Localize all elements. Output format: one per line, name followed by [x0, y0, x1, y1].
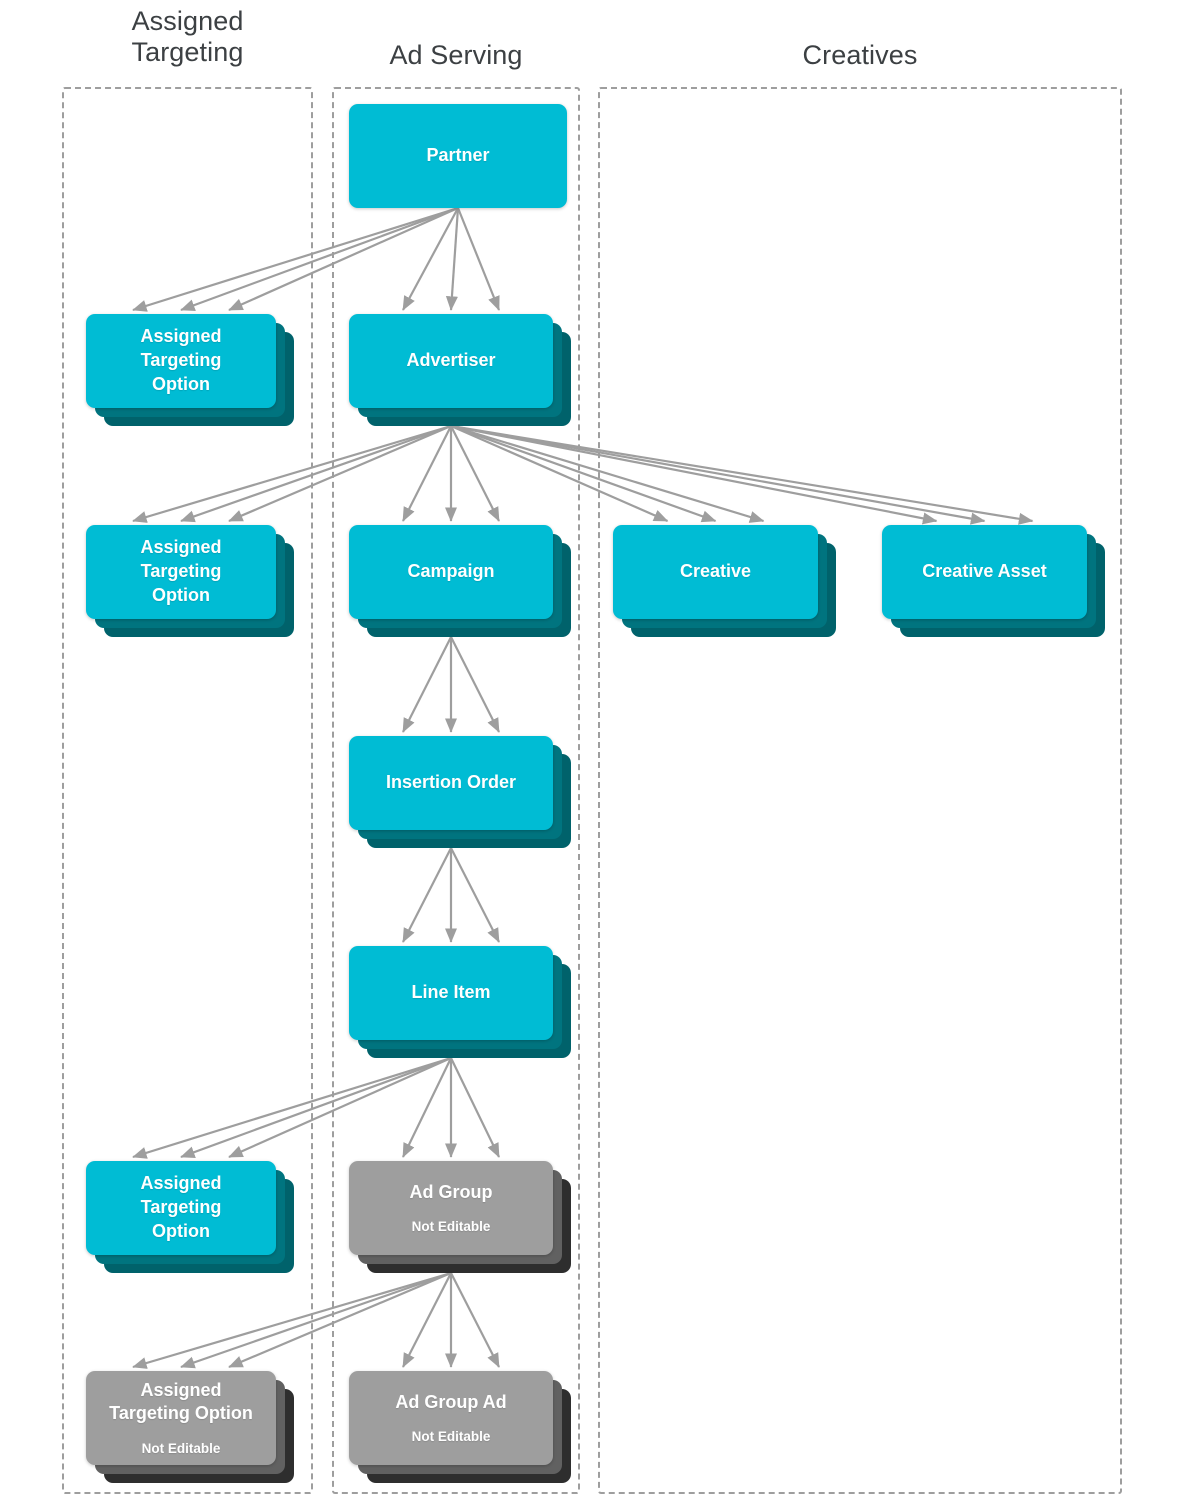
node-line-item: Line Item	[349, 946, 575, 1062]
node-card-line-item[interactable]: Line Item	[349, 946, 553, 1040]
node-creative-asset: Creative Asset	[882, 525, 1109, 641]
node-card-assigned-targeting-option-line-item[interactable]: Assigned Targeting Option	[86, 1161, 276, 1255]
node-label-campaign: Campaign	[407, 561, 495, 582]
node-editability-ad-group: Not Editable	[411, 1219, 491, 1235]
node-card-assigned-targeting-option-partner[interactable]: Assigned Targeting Option	[86, 314, 276, 408]
column-title-creatives: Creatives	[802, 40, 918, 70]
node-editability-ad-group-ad: Not Editable	[411, 1429, 491, 1445]
node-advertiser: Advertiser	[349, 314, 575, 430]
node-label-assigned-targeting-option-line-item: Assigned Targeting Option	[140, 1173, 222, 1241]
node-label-partner: Partner	[426, 145, 490, 166]
node-assigned-targeting-option-line-item: Assigned Targeting Option	[86, 1161, 298, 1277]
node-insertion-order: Insertion Order	[349, 736, 575, 852]
node-card-creative[interactable]: Creative	[613, 525, 818, 619]
node-label-line-item: Line Item	[411, 982, 491, 1003]
node-label-assigned-targeting-option-partner: Assigned Targeting Option	[140, 326, 222, 394]
node-assigned-targeting-option-partner: Assigned Targeting Option	[86, 314, 298, 430]
node-label-insertion-order: Insertion Order	[385, 772, 517, 793]
node-card-partner[interactable]: Partner	[349, 104, 567, 208]
node-label-creative: Creative	[679, 561, 752, 582]
node-label-assigned-targeting-option-ad-group: Assigned Targeting Option	[109, 1379, 253, 1424]
node-card-creative-asset[interactable]: Creative Asset	[882, 525, 1087, 619]
node-card-assigned-targeting-option-advertiser[interactable]: Assigned Targeting Option	[86, 525, 276, 619]
node-label-advertiser: Advertiser	[406, 350, 496, 371]
node-partner: Partner	[349, 104, 589, 230]
node-label-ad-group: Ad Group	[409, 1181, 493, 1202]
node-card-campaign[interactable]: Campaign	[349, 525, 553, 619]
node-card-ad-group-ad[interactable]: Ad Group Ad Not Editable	[349, 1371, 553, 1465]
node-creative: Creative	[613, 525, 840, 641]
node-label-assigned-targeting-option-advertiser: Assigned Targeting Option	[140, 537, 222, 605]
column-container-ad-serving	[332, 87, 580, 1494]
node-campaign: Campaign	[349, 525, 575, 641]
column-container-assigned-targeting	[62, 87, 313, 1494]
node-assigned-targeting-option-advertiser: Assigned Targeting Option	[86, 525, 298, 641]
node-label-ad-group-ad: Ad Group Ad	[395, 1391, 507, 1412]
column-title-ad-serving: Ad Serving	[389, 40, 523, 70]
node-card-advertiser[interactable]: Advertiser	[349, 314, 553, 408]
node-ad-group-ad: Ad Group Ad Not Editable	[349, 1371, 575, 1487]
node-editability-assigned-targeting-option-ad-group: Not Editable	[141, 1441, 221, 1457]
column-container-creatives	[598, 87, 1122, 1494]
node-card-insertion-order[interactable]: Insertion Order	[349, 736, 553, 830]
column-title-assigned-targeting: Assigned Targeting	[131, 6, 244, 68]
node-label-creative-asset: Creative Asset	[922, 561, 1047, 582]
